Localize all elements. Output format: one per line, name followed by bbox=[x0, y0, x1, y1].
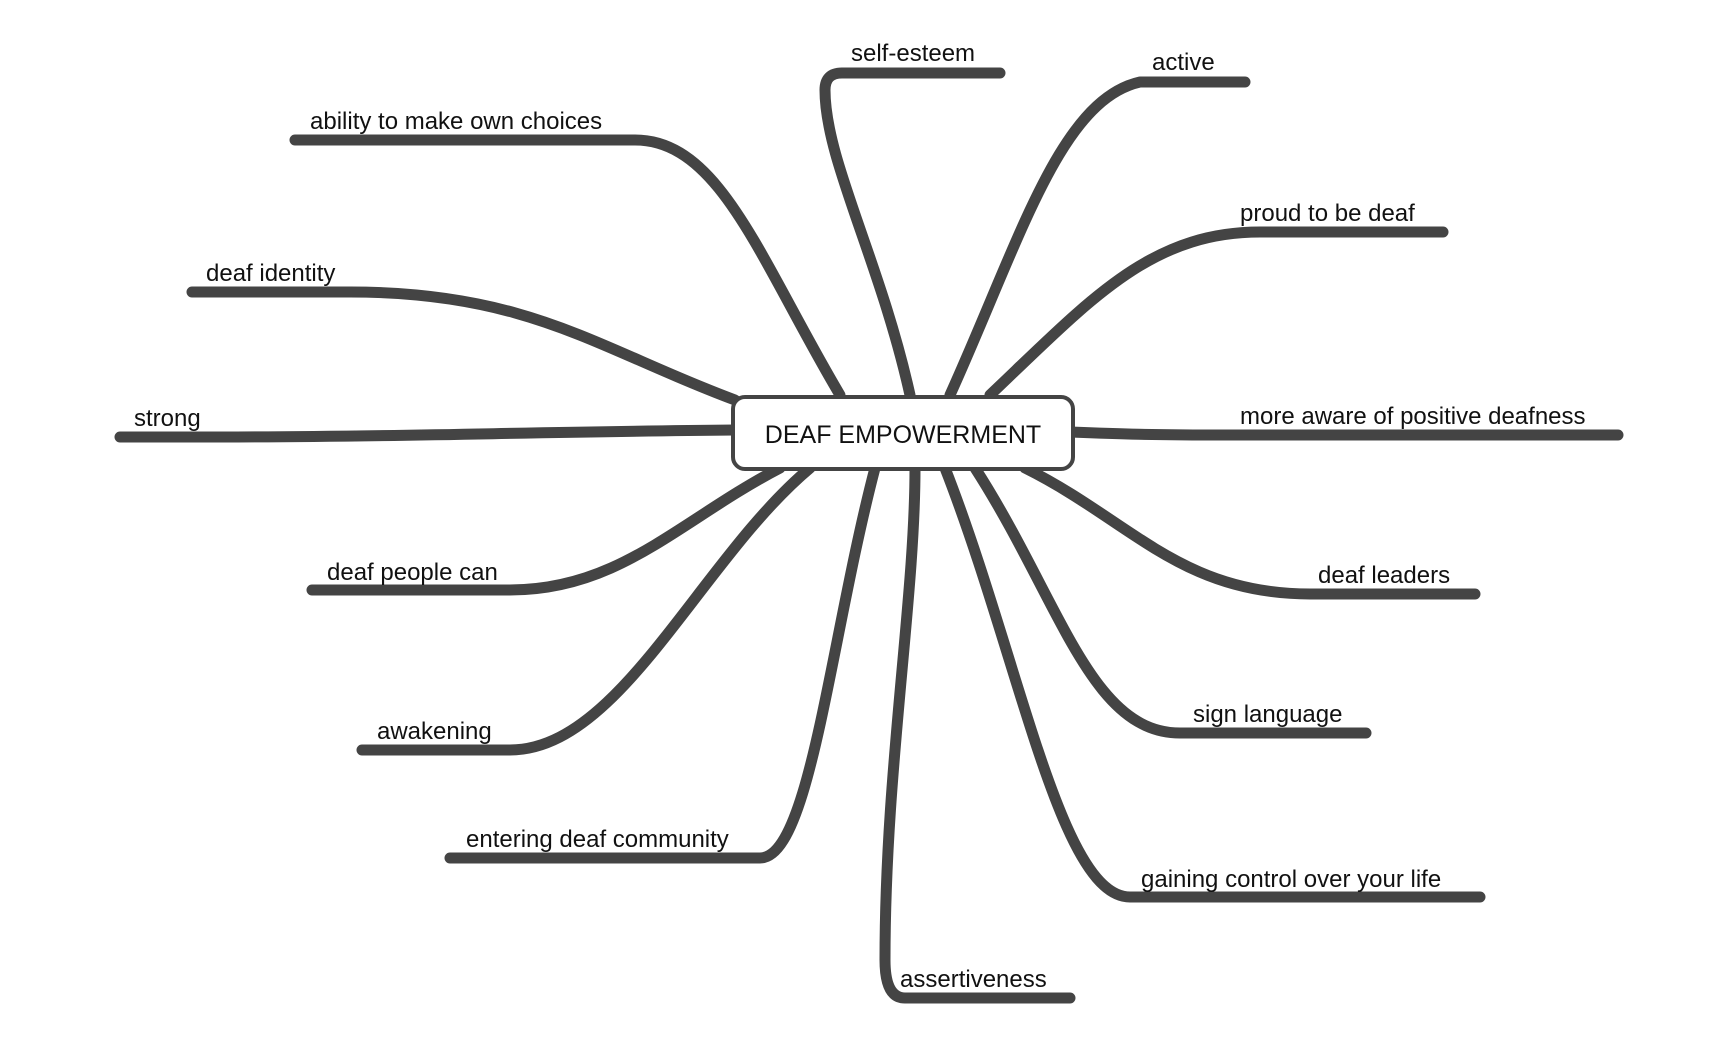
topic-more-aware-of-positive-deafness[interactable]: more aware of positive deafness bbox=[1240, 403, 1586, 430]
topic-deaf-leaders[interactable]: deaf leaders bbox=[1318, 562, 1450, 589]
topic-self-esteem[interactable]: self-esteem bbox=[851, 40, 975, 67]
topic-awakening[interactable]: awakening bbox=[377, 718, 492, 745]
topic-proud-to-be-deaf[interactable]: proud to be deaf bbox=[1240, 200, 1415, 227]
branch-line-ability-to-make-own-choices bbox=[289, 134, 846, 401]
branch-line-assertiveness bbox=[879, 462, 1076, 1004]
topic-strong[interactable]: strong bbox=[134, 405, 201, 432]
branch-line-strong bbox=[114, 424, 741, 443]
branch-line-active bbox=[944, 76, 1251, 401]
branch-line-deaf-identity bbox=[186, 286, 741, 406]
topic-assertiveness[interactable]: assertiveness bbox=[900, 966, 1047, 993]
branch-connectors bbox=[114, 67, 1624, 1004]
central-topic-box bbox=[731, 395, 1075, 471]
branch-line-awakening bbox=[356, 462, 816, 756]
topic-active[interactable]: active bbox=[1152, 49, 1215, 76]
topic-deaf-people-can[interactable]: deaf people can bbox=[327, 559, 498, 586]
branch-line-deaf-leaders bbox=[1019, 462, 1481, 600]
central-topic-label: DEAF EMPOWERMENT bbox=[765, 421, 1041, 449]
branch-line-gaining-control-over-your-life bbox=[939, 462, 1486, 903]
topic-ability-to-make-own-choices[interactable]: ability to make own choices bbox=[310, 108, 602, 135]
branch-line-entering-deaf-community bbox=[444, 462, 881, 864]
topic-deaf-identity[interactable]: deaf identity bbox=[206, 260, 335, 287]
branch-line-deaf-people-can bbox=[306, 462, 786, 596]
topic-gaining-control-over-your-life[interactable]: gaining control over your life bbox=[1141, 866, 1441, 893]
branch-labels: self-esteem active ability to make own c… bbox=[134, 40, 1586, 993]
branch-line-sign-language bbox=[969, 462, 1372, 739]
central-topic-node[interactable]: DEAF EMPOWERMENT bbox=[731, 395, 1075, 471]
branch-line-more-aware-of-positive-deafness bbox=[1064, 426, 1624, 441]
branch-line-proud-to-be-deaf bbox=[984, 226, 1449, 401]
topic-entering-deaf-community[interactable]: entering deaf community bbox=[466, 826, 729, 853]
branch-line-self-esteem bbox=[819, 67, 1006, 401]
topic-sign-language[interactable]: sign language bbox=[1193, 701, 1342, 728]
